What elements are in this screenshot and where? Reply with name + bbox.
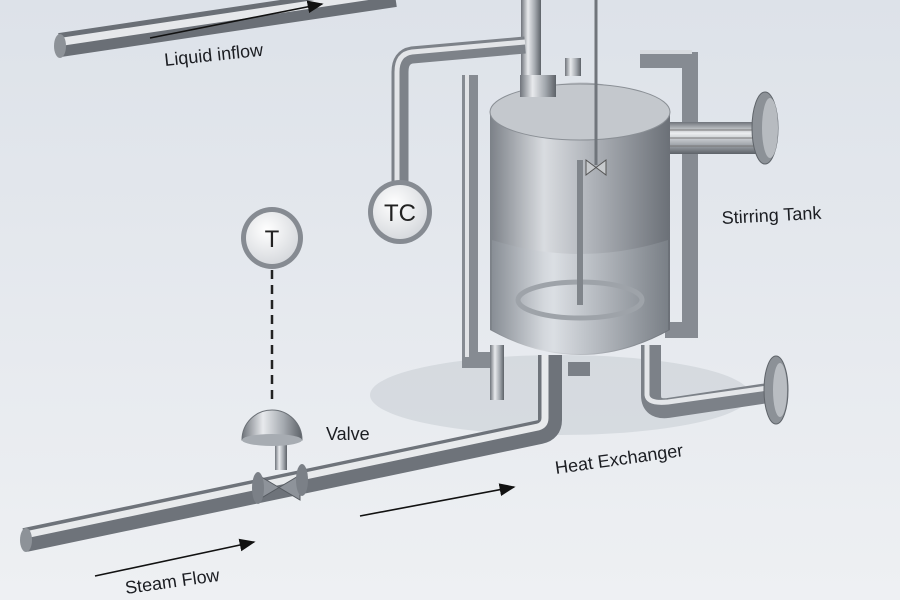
liquid-inflow-arrow — [149, 0, 324, 39]
stirrer-valve-icon — [585, 159, 607, 176]
top-port — [565, 58, 581, 76]
steam-flow-arrow — [94, 538, 256, 577]
temperature-controller-gauge: TC — [368, 180, 432, 244]
steam-flow-arrow — [359, 483, 516, 517]
bottom-drain — [568, 362, 590, 376]
outlet-pipe — [641, 345, 789, 425]
tc-connection-pipe — [391, 36, 526, 185]
frame-pipe-right — [640, 52, 698, 338]
top-feed-pipe — [521, 0, 541, 95]
temperature-controller-label: TC — [384, 200, 416, 227]
heat-exchanger-tubes — [660, 91, 779, 165]
temperature-sensor-gauge: T — [241, 207, 303, 269]
liquid-inflow-pipe — [54, 0, 397, 58]
tank-leg — [490, 345, 504, 400]
inlet-nozzle — [520, 75, 556, 97]
control-valve[interactable] — [241, 409, 308, 504]
steam-pipe — [20, 355, 562, 552]
valve-actuator — [241, 409, 303, 441]
stirring-tank — [489, 0, 671, 376]
temperature-sensor-label: T — [265, 226, 280, 253]
valve-label: Valve — [326, 424, 370, 444]
agitator-shaft — [577, 160, 583, 305]
